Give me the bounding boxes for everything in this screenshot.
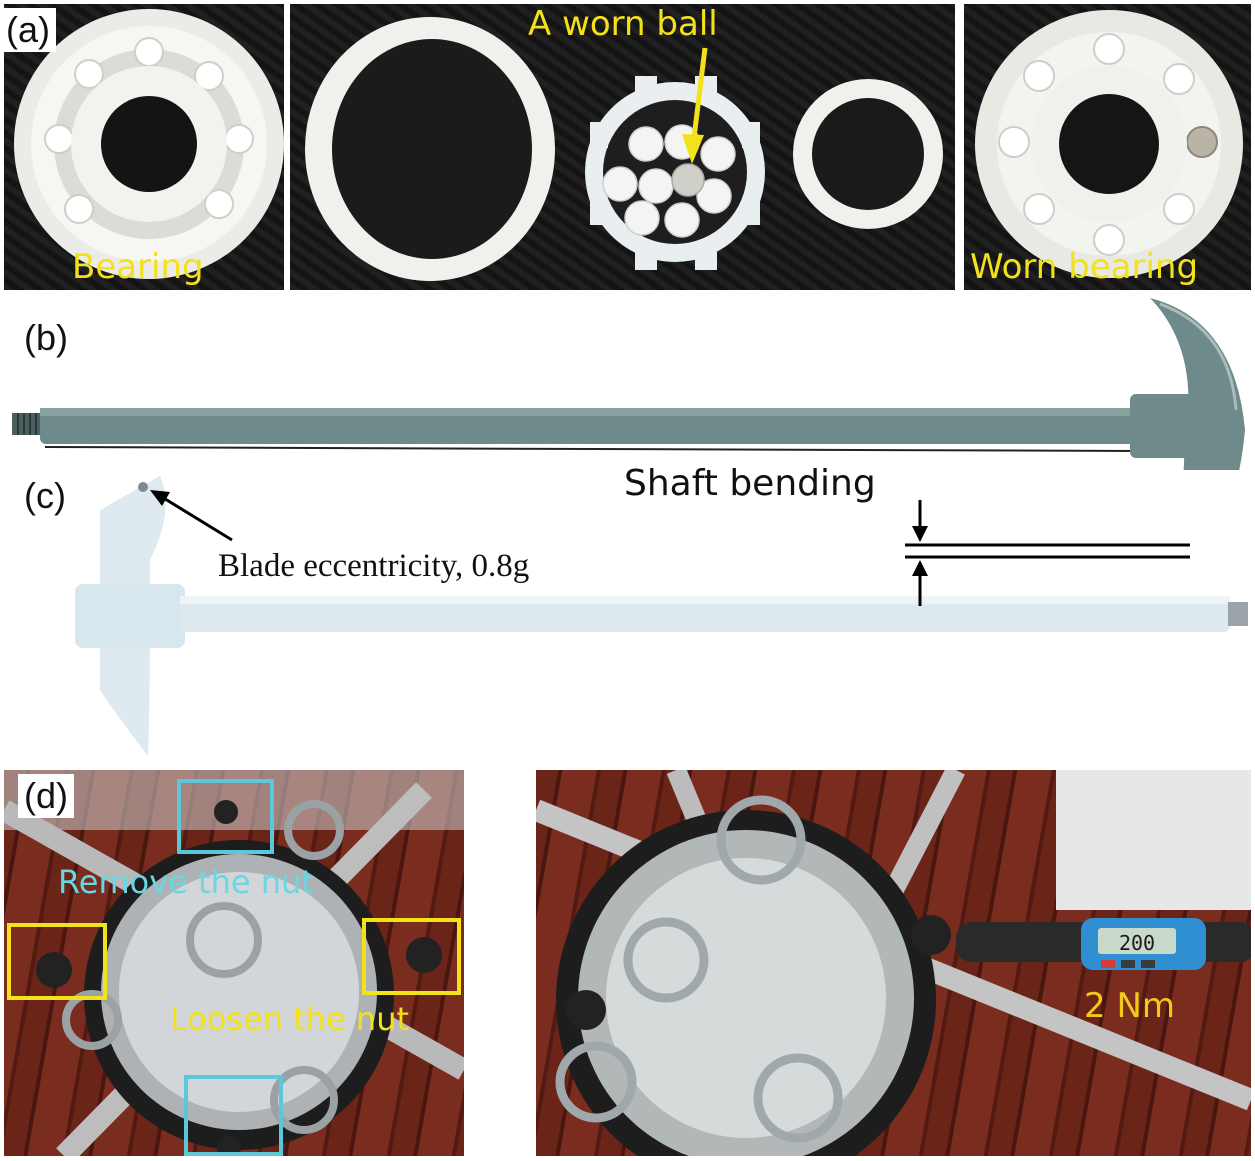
remove-nut-box-top	[177, 779, 274, 854]
torque-label: 2 Nm	[1084, 986, 1175, 1026]
bearing-illustration	[14, 9, 284, 279]
disassembled-bearing-photo	[290, 4, 955, 290]
reactor-lid-illustration-left	[0, 770, 470, 1161]
disassembled-parts-illustration	[305, 17, 943, 281]
remove-nut-label: Remove the nut	[58, 863, 314, 901]
blade-eccentricity-label: Blade eccentricity, 0.8g	[218, 548, 530, 584]
panel-tag-a: (a)	[0, 8, 56, 52]
torque-display-reading: 200	[1118, 931, 1156, 955]
reactor-lid-photo-left	[0, 770, 470, 1161]
reactor-lid-photo-right	[531, 765, 1255, 1161]
panel-tag-d: (d)	[18, 774, 74, 818]
panel-tag-b: (b)	[24, 317, 68, 358]
worn-bearing-photo	[964, 4, 1251, 290]
bearing-label: Bearing	[72, 247, 204, 287]
panel-tag-c: (c)	[24, 475, 66, 516]
loosen-nut-label: Loosen the nut	[170, 1000, 410, 1038]
bearing-photo	[4, 4, 284, 290]
remove-nut-box-bottom	[184, 1075, 283, 1156]
worn-bearing-illustration	[975, 10, 1243, 278]
grey-shaft-illustration	[12, 298, 1245, 470]
worn-ball-label: A worn ball	[528, 4, 718, 44]
worn-ball	[671, 163, 705, 197]
loosen-nut-box-left	[7, 923, 107, 1000]
worn-bearing-label: Worn bearing	[970, 247, 1199, 287]
reactor-lid-illustration-right	[531, 765, 1255, 1161]
loosen-nut-box-right	[362, 918, 461, 995]
white-shaft-illustration	[75, 476, 1248, 756]
shaft-bending-label: Shaft bending	[624, 463, 876, 504]
